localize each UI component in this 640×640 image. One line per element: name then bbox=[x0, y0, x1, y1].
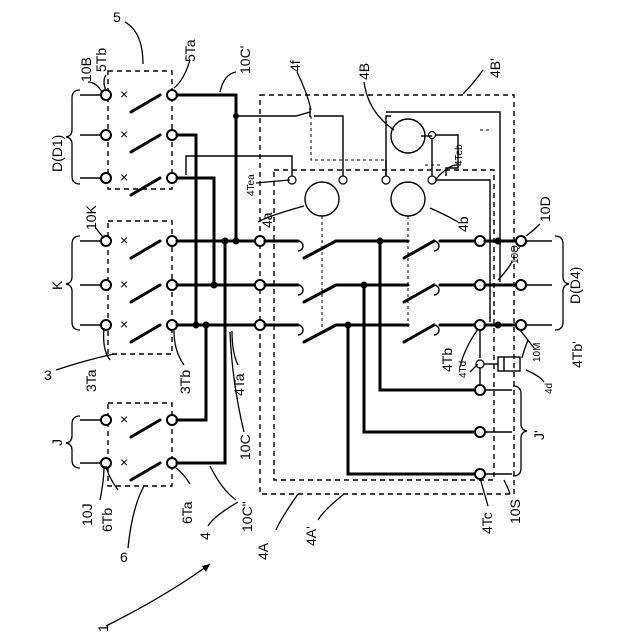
label-10J: 10J bbox=[79, 503, 95, 526]
coil-4a bbox=[305, 182, 339, 216]
label-3: 3 bbox=[44, 367, 52, 383]
svg-text:×: × bbox=[120, 316, 128, 332]
label-4B: 4B bbox=[356, 63, 372, 80]
label-5: 5 bbox=[113, 9, 121, 25]
label-4Tb-prime: 4Tb' bbox=[569, 341, 585, 368]
svg-text:×: × bbox=[120, 276, 128, 292]
coil-4B bbox=[391, 119, 425, 153]
label-4b: 4b bbox=[455, 216, 471, 232]
label-4Tc: 4Tc bbox=[479, 512, 495, 534]
label-fig-1: 1 bbox=[95, 624, 111, 632]
label-4B-prime: 4B' bbox=[487, 58, 503, 78]
label-4Tea: 4Tea bbox=[246, 174, 257, 196]
element-4d bbox=[498, 357, 520, 371]
svg-text:×: × bbox=[120, 454, 128, 470]
label-J: J bbox=[49, 439, 65, 446]
label-10S: 10S bbox=[507, 499, 523, 524]
label-10D: 10D bbox=[537, 196, 553, 222]
label-4Tb: 4Tb bbox=[439, 348, 455, 372]
label-10C: 10C bbox=[237, 434, 253, 460]
left-wiring bbox=[177, 95, 255, 463]
label-6Ta: 6Ta bbox=[179, 501, 195, 524]
switch-3: × × × bbox=[80, 232, 177, 342]
label-4Td: 4Td bbox=[458, 361, 469, 378]
label-4d: 4d bbox=[544, 383, 555, 394]
switch-3-box bbox=[108, 221, 172, 354]
label-5Tb: 5Tb bbox=[93, 48, 109, 72]
switch-5-box bbox=[108, 71, 172, 189]
label-K: K bbox=[49, 280, 65, 290]
label-4f: 4f bbox=[287, 60, 303, 72]
label-10K: 10K bbox=[83, 204, 99, 230]
switch-6: × × bbox=[80, 411, 177, 480]
label-6: 6 bbox=[120, 549, 128, 565]
label-J-prime: J' bbox=[531, 430, 547, 440]
label-4A-prime: 4A' bbox=[303, 526, 319, 546]
label-D-D4: D(D4) bbox=[567, 267, 583, 304]
label-10C-double-prime: 10C" bbox=[239, 501, 255, 532]
svg-text:×: × bbox=[120, 126, 128, 142]
contact-x: × bbox=[120, 86, 128, 102]
label-3Ta: 3Ta bbox=[83, 369, 99, 392]
label-4a: 4a bbox=[259, 212, 275, 228]
svg-text:×: × bbox=[120, 232, 128, 248]
svg-text:×: × bbox=[120, 169, 128, 185]
label-10C-prime: 10C' bbox=[237, 46, 253, 74]
svg-text:×: × bbox=[120, 411, 128, 427]
switch-5: × × × bbox=[80, 86, 177, 195]
label-10M: 10M bbox=[532, 343, 543, 362]
label-6Tb: 6Tb bbox=[99, 508, 115, 532]
unit-4-contacts bbox=[255, 236, 485, 342]
label-10B: 10B bbox=[78, 57, 94, 82]
label-10Q: 10Q bbox=[510, 245, 521, 264]
label-3Tb: 3Tb bbox=[177, 370, 193, 394]
label-4: 4 bbox=[197, 532, 213, 540]
label-4Teb: 4Teb bbox=[454, 144, 465, 166]
label-D-D1: D(D1) bbox=[49, 135, 65, 172]
coil-4b bbox=[391, 182, 425, 216]
label-5Ta: 5Ta bbox=[182, 39, 198, 62]
label-4Ta: 4Ta bbox=[231, 373, 247, 396]
label-4A: 4A bbox=[255, 542, 271, 560]
